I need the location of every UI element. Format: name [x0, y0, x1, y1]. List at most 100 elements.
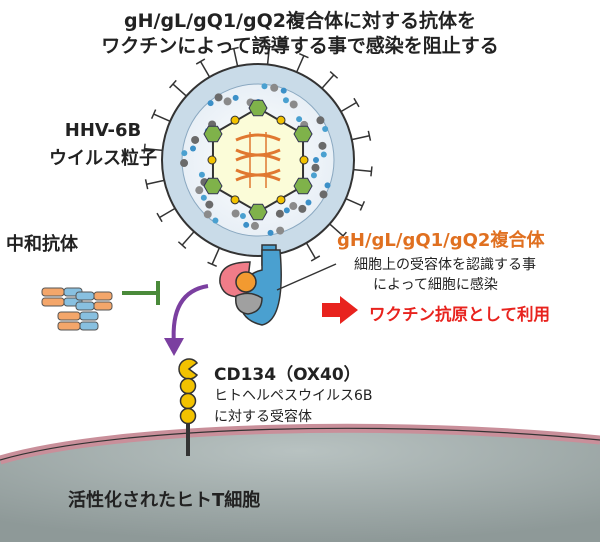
tegument-dot: [180, 159, 189, 168]
inhibition-arrow: [122, 281, 160, 305]
antibody-2: [75, 291, 113, 311]
capsomer: [203, 177, 223, 195]
envelope-spike: [321, 74, 335, 89]
envelope-spike-tip: [177, 241, 187, 249]
envelope-spike: [351, 135, 370, 141]
vaccine-arrow-icon: [322, 296, 358, 324]
envelope-spike: [233, 48, 239, 67]
envelope-spike: [199, 61, 211, 78]
tegument-dot: [195, 186, 204, 195]
complex-description-line-2: によって細胞に感染: [373, 277, 498, 293]
capsomer: [293, 125, 313, 143]
tegument-dot: [207, 100, 214, 107]
envelope-spike: [153, 113, 171, 123]
receptor-head: [178, 358, 199, 380]
envelope-spike-tip: [207, 261, 218, 268]
tegument-dot: [318, 141, 327, 150]
tegument-dot: [198, 171, 205, 178]
cell-body: [0, 428, 600, 542]
envelope-spike-tip: [329, 71, 339, 79]
envelope-spike-tip: [370, 166, 373, 177]
tegument-dot: [212, 217, 219, 224]
tegument-dot: [267, 229, 274, 236]
complex-label: gH/gL/gQ1/gQ2複合体: [337, 230, 545, 251]
envelope-spike-tip: [150, 109, 157, 120]
tegument-dot: [200, 194, 207, 201]
tegument-dot: [282, 97, 289, 104]
antibody-label: 中和抗体: [6, 234, 78, 255]
tegument-dot: [214, 93, 223, 102]
capsid-vertex: [230, 115, 240, 125]
envelope-spike: [172, 83, 187, 97]
envelope-spike-tip: [264, 45, 275, 48]
tegument-dot: [250, 221, 259, 230]
capsid-vertex: [207, 155, 217, 165]
tegument-dot: [190, 145, 197, 152]
envelope-spike-tip: [156, 212, 163, 223]
envelope-spike-tip: [228, 46, 239, 51]
envelope-spike-tip: [144, 179, 149, 190]
title-line-2: ワクチンによって誘導する事で感染を阻止する: [101, 35, 499, 57]
complex-callout-line: [276, 263, 337, 291]
envelope-spike-tip: [298, 52, 309, 59]
receptor-description-line-1: ヒトヘルペスウイルス6B: [214, 388, 373, 404]
envelope-spike: [329, 223, 344, 237]
tegument-dot: [205, 200, 214, 209]
virus-dna: [235, 132, 281, 188]
receptor-bead: [179, 407, 197, 425]
envelope-spike-tip: [339, 231, 347, 241]
envelope-spike: [211, 247, 221, 265]
tegument-dot: [181, 150, 188, 157]
capsomer: [248, 203, 268, 221]
virus-label-line-2: ウイルス粒子: [49, 148, 157, 169]
tegument-dot: [280, 87, 287, 94]
tegument-dot: [283, 207, 290, 214]
tegument-dot: [320, 151, 327, 158]
gq1-subunit: [235, 271, 257, 293]
envelope-spike-tip: [367, 130, 372, 141]
tegument-dot: [296, 116, 303, 123]
envelope-spike: [159, 207, 176, 219]
envelope-spike-tip: [169, 79, 177, 89]
tegument-dot: [298, 204, 307, 213]
binding-arrow: [164, 284, 209, 356]
capsid-vertex: [299, 155, 309, 165]
antibody-3: [57, 311, 99, 331]
envelope-spike: [295, 55, 305, 73]
tegument-dot: [270, 83, 279, 92]
envelope-spike: [340, 101, 357, 113]
tegument-dot: [223, 97, 232, 106]
neutralizing-antibodies: [41, 287, 113, 331]
capsid-vertex: [276, 115, 286, 125]
title-line-1: gH/gL/gQ1/gQ2複合体に対する抗体を: [124, 10, 476, 32]
tegument-dot: [261, 83, 268, 90]
capsomers: [203, 99, 313, 221]
envelope-spike: [266, 46, 271, 65]
tegument-dots: [180, 83, 331, 236]
virus-label-line-1: HHV-6B: [64, 120, 142, 141]
envelope-spike: [345, 197, 363, 207]
receptor-label: CD134（OX40）: [214, 365, 361, 385]
gh-gl-gq-complex: [219, 244, 337, 326]
tegument-dot: [232, 94, 239, 101]
tegument-dot: [289, 100, 298, 109]
receptor-bead: [179, 392, 197, 410]
capsomer: [203, 125, 223, 143]
tegument-dot: [324, 182, 331, 189]
envelope-spike: [353, 168, 372, 173]
tegument-dot: [243, 221, 250, 228]
tegument-dot: [311, 163, 320, 172]
tegument-dot: [316, 116, 325, 125]
capsomer: [248, 99, 268, 117]
envelope-spike-tip: [359, 200, 366, 211]
tegument-dot: [276, 226, 285, 235]
tegument-dot: [203, 210, 212, 219]
receptor-description-line-2: に対する受容体: [214, 409, 312, 425]
tegument-dot: [239, 213, 246, 220]
envelope-spike: [146, 179, 165, 185]
cd134-receptor: [178, 358, 199, 456]
tegument-dot: [313, 157, 319, 163]
envelope-spike: [144, 147, 163, 152]
receptor-bead: [179, 377, 197, 395]
